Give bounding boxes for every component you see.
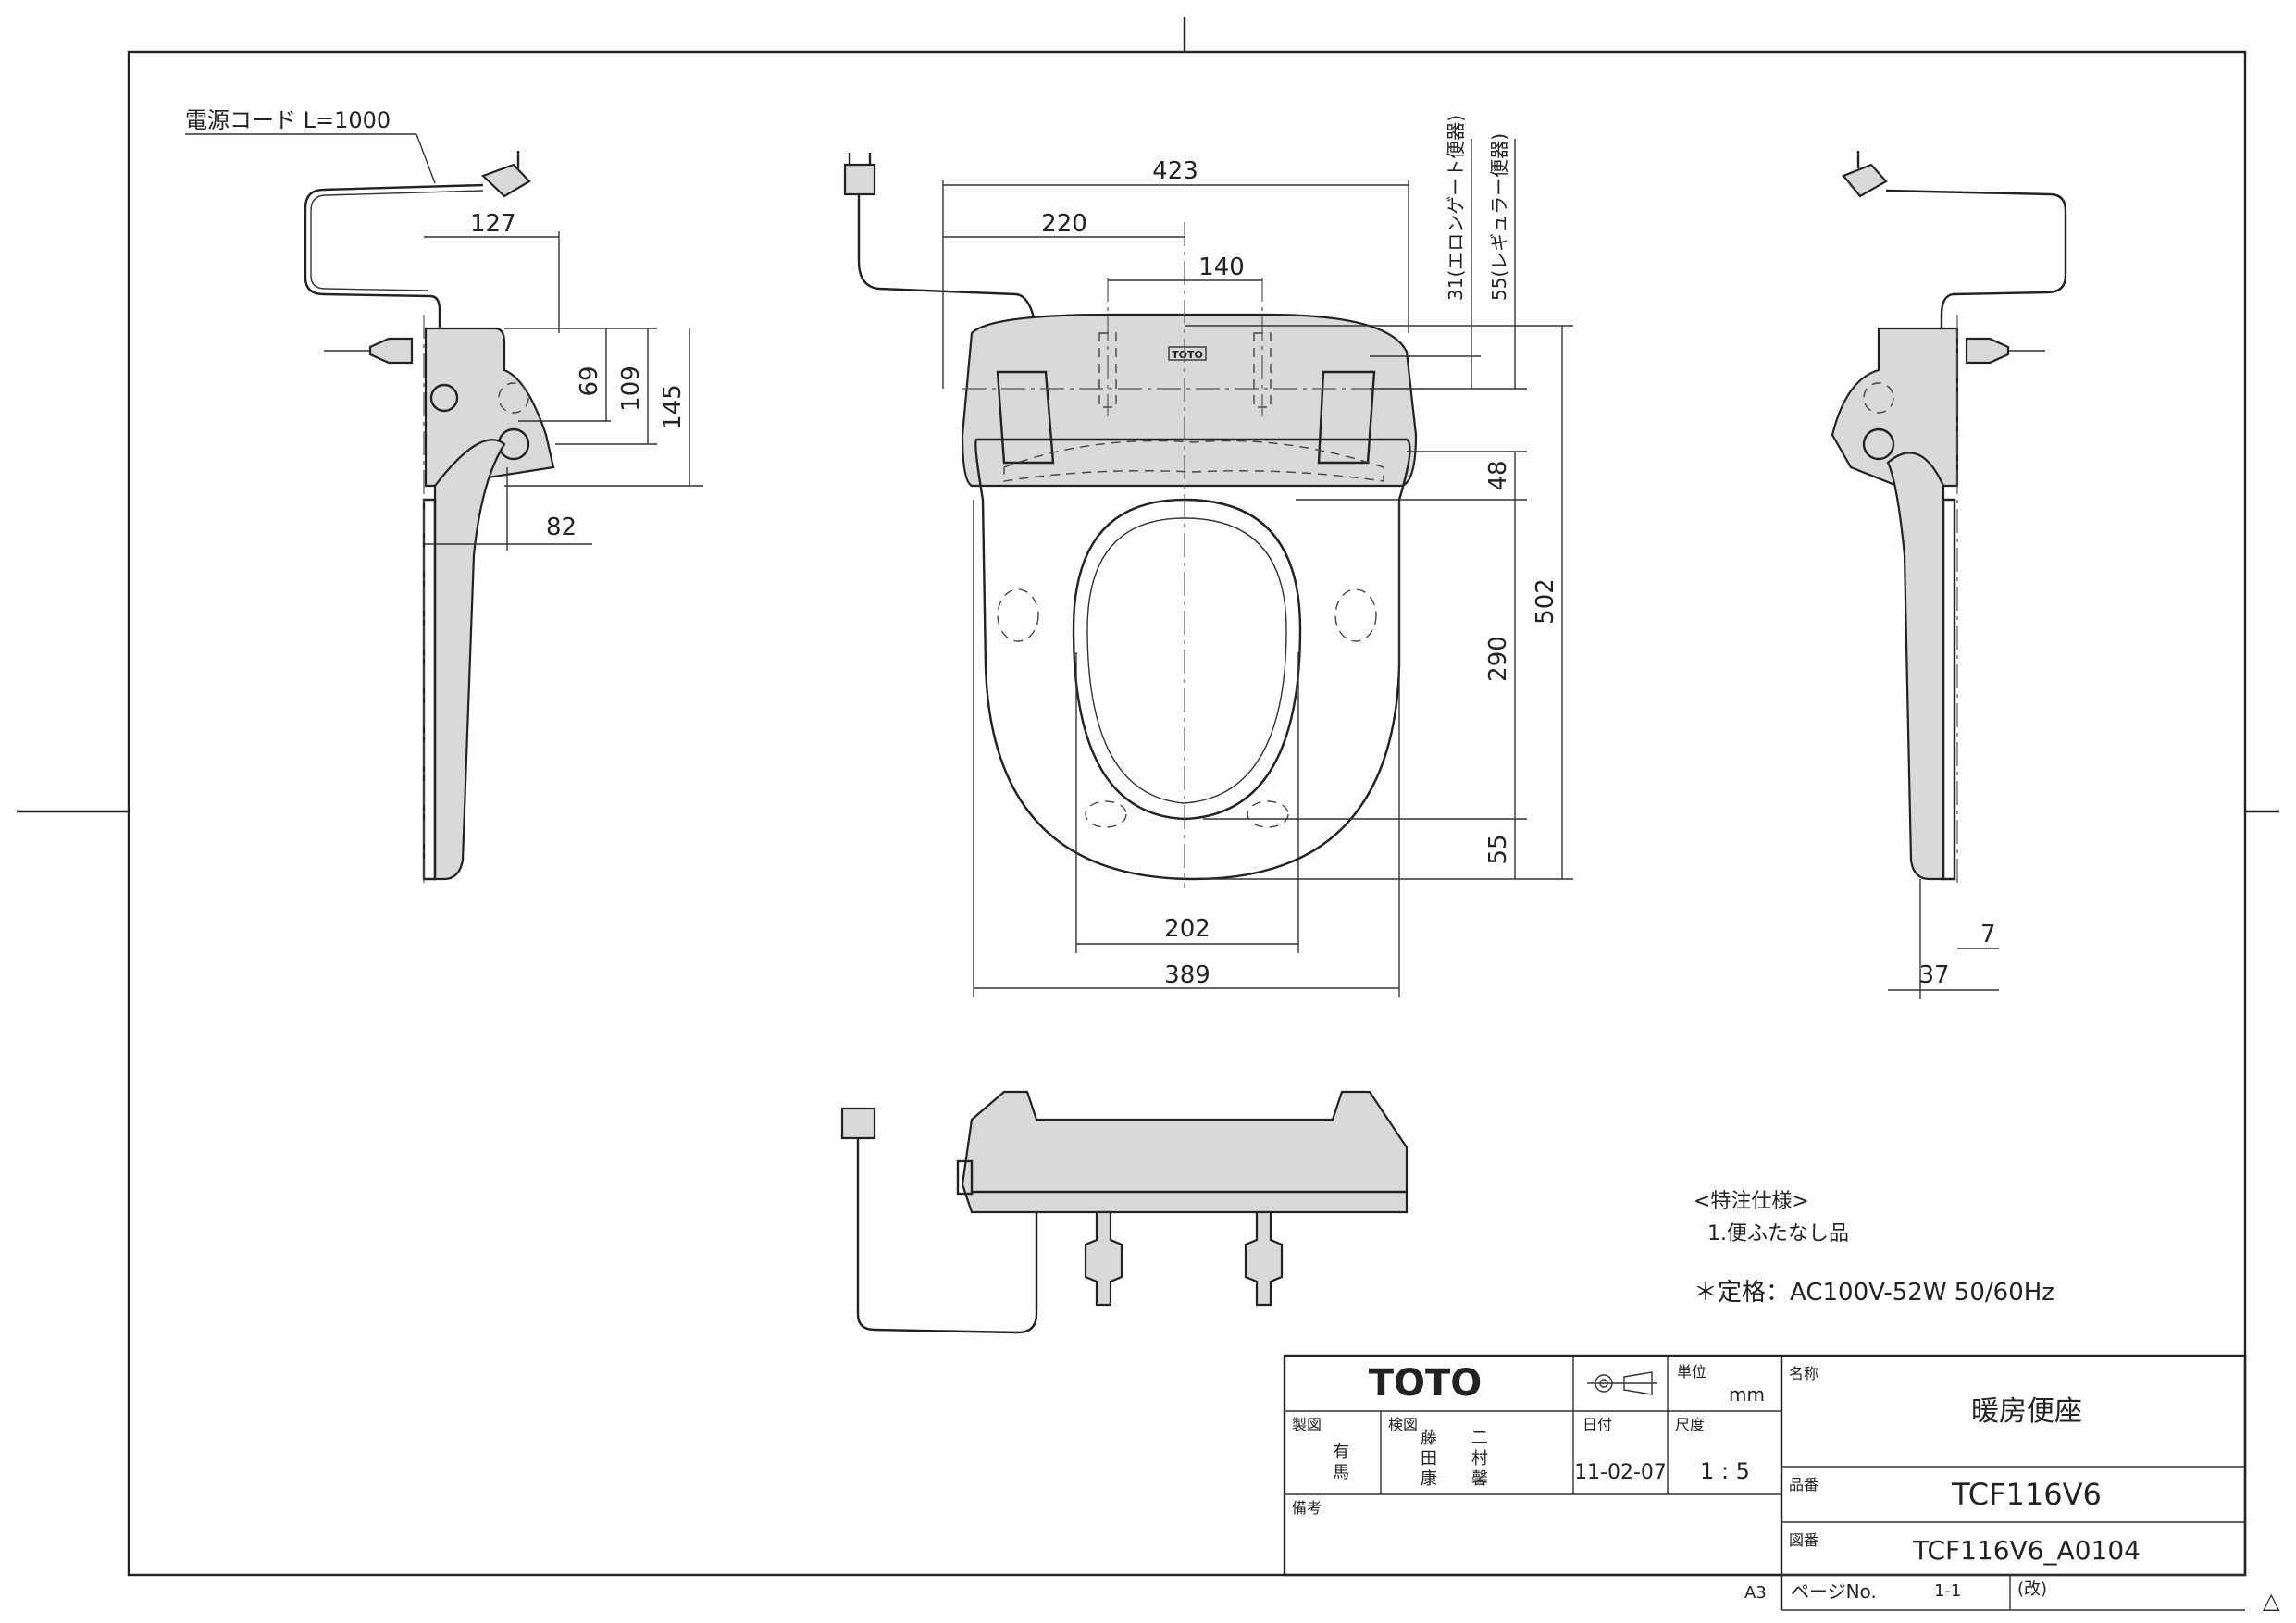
seat-opening [1072,498,1302,821]
revision-label: (改) [2017,1580,2047,1599]
name-value: 暖房便座 [1971,1395,2082,1428]
date-value: 11-02-07 [1574,1461,1667,1484]
plug-icon [480,163,531,198]
revision-mark: △ [2263,1588,2280,1614]
plug-right-icon [1842,163,1888,198]
dim-109: 109 [617,365,645,412]
cord-label: 電源コード L=1000 [185,107,391,133]
dim-37: 37 [1918,961,1949,989]
dim-202: 202 [1164,915,1210,943]
seat-body-side-left [424,327,555,488]
top-view: TOTO 423 220 [843,115,1573,997]
dim-140: 140 [1198,254,1245,281]
left-side-view: 電源コード L=1000 127 69 [185,107,703,888]
front-view [840,1090,1409,1334]
drawing-frame [127,50,2247,1577]
page-value: 1-1 [1934,1581,1961,1601]
projection-symbol-icon [1587,1371,1657,1395]
part-value: TCF116V6 [1951,1477,2102,1512]
part-label: 品番 [1789,1476,1818,1493]
dim-48: 48 [1484,460,1512,490]
date-label: 日付 [1582,1416,1612,1433]
seat-profile-left [433,439,506,881]
dim-389: 389 [1164,961,1210,989]
drawn-label: 製図 [1292,1416,1322,1433]
toto-mini-logo: TOTO [1172,349,1203,361]
dim-55: 55 [1484,834,1512,864]
scale-value: 1 : 5 [1700,1458,1750,1484]
name-label: 名称 [1789,1365,1818,1382]
right-side-view: 7 37 [1831,151,2067,999]
checked-by-2: 二村馨 [1471,1429,1488,1489]
seat-front-body [961,1090,1409,1214]
checked-label: 検図 [1388,1416,1418,1433]
remarks-label: 備考 [1292,1499,1322,1517]
regular-note: 55(レギュラー便器) [1488,133,1510,301]
plug-top-icon [843,163,876,196]
elongated-note: 31(エロンゲート便器) [1445,115,1467,301]
dim-502: 502 [1532,578,1559,625]
scale-label: 尺度 [1675,1416,1705,1433]
dim-69: 69 [576,365,603,396]
title-block: TOTO 単位 mm 名称 暖房便座 製図 検図 日付 尺度 有馬 藤田康 二村… [1283,1354,2247,1611]
seat-base-top [961,313,1418,488]
dim-127: 127 [470,210,516,238]
seat-outline-top [974,438,1411,881]
toto-mini-badge [1168,346,1207,361]
unit-label: 単位 [1677,1363,1706,1381]
page-label: ページNo. [1791,1580,1877,1603]
drawing-no-label: 図番 [1789,1531,1818,1549]
plug-front-icon [840,1107,876,1140]
dim-82: 82 [546,514,577,541]
dim-423: 423 [1152,157,1198,185]
dim-7: 7 [1980,921,1996,948]
rating-note: ＊定格：AC100V-52W 50/60Hz [1694,1279,2054,1307]
seat-profile-right [1886,452,1945,881]
drawing-no-value: TCF116V6_A0104 [1912,1535,2141,1566]
checked-by-1: 藤田康 [1421,1429,1437,1489]
paper-size: A3 [1744,1583,1767,1603]
dim-145: 145 [659,384,687,430]
unit-value: mm [1729,1383,1765,1406]
special-spec-title: <特注仕様> [1694,1190,1809,1213]
notes: <特注仕様> 1.便ふたなし品 ＊定格：AC100V-52W 50/60Hz [1694,1190,2054,1307]
special-spec-item: 1.便ふたなし品 [1707,1222,1849,1245]
dim-290: 290 [1484,636,1512,682]
brand-logo: TOTO [1369,1362,1483,1405]
dim-220: 220 [1041,210,1087,238]
drawn-by: 有馬 [1333,1443,1349,1482]
